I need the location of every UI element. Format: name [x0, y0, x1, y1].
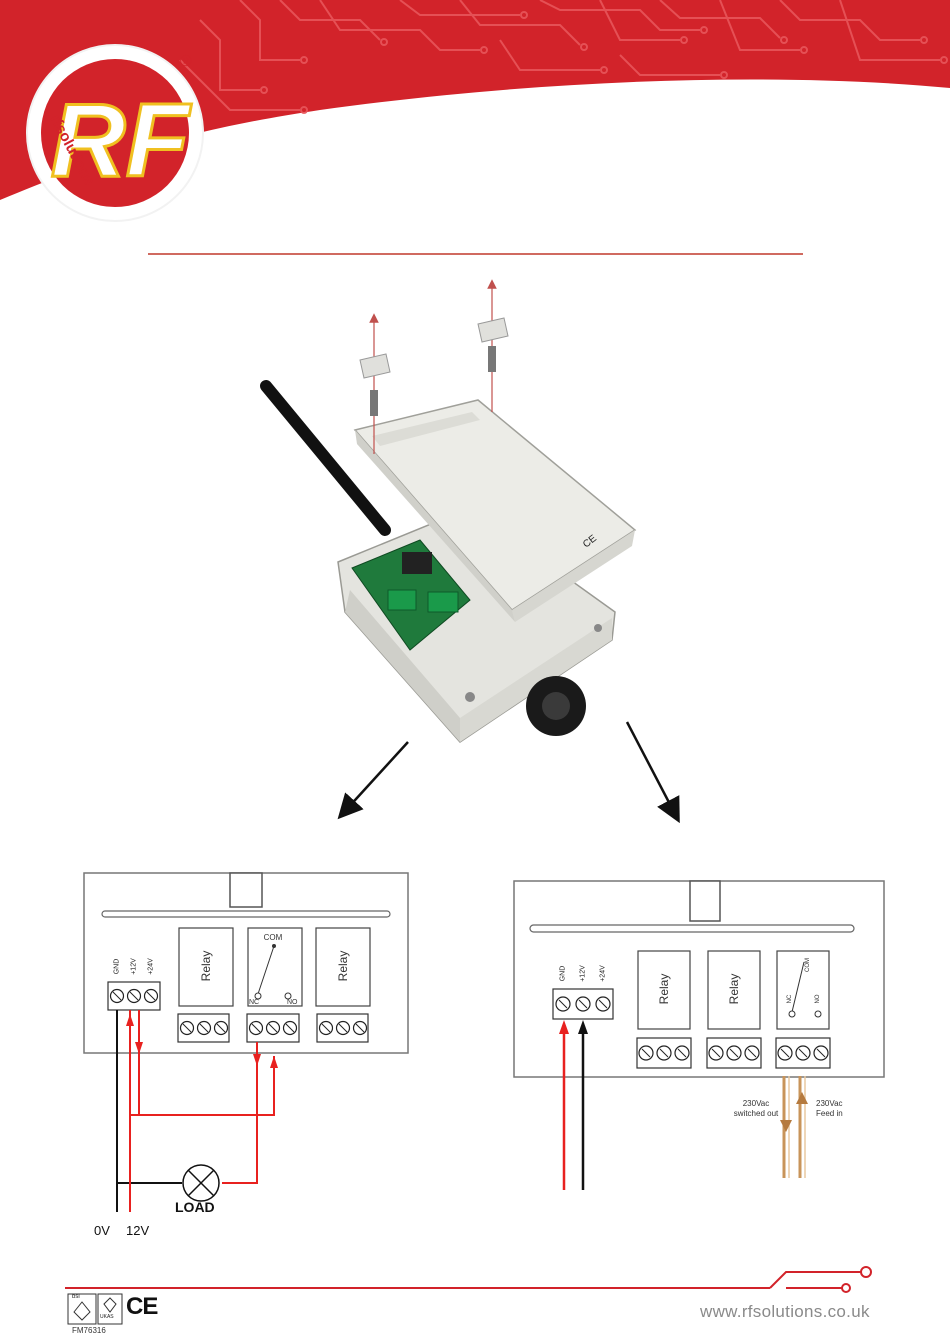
right-terminal-24v: +24V — [600, 960, 607, 988]
right-relay-1-label: Relay — [657, 964, 671, 1014]
left-relay-2-label: Relay — [336, 941, 350, 991]
right-terminal-12v: +12V — [580, 960, 587, 988]
left-terminal-24v: +24V — [148, 953, 155, 981]
terminal-block — [388, 590, 416, 610]
product-illustration: CE — [266, 284, 635, 742]
right-nc-label: NC — [787, 989, 793, 1009]
ukas-label: UKAS — [100, 1314, 114, 1320]
pointer-arrow-right — [627, 722, 674, 812]
bsi-label: bsi — [72, 1294, 80, 1300]
registered-mark: ® — [180, 53, 192, 70]
left-relay-1-label: Relay — [199, 941, 213, 991]
load-label: LOAD — [175, 1199, 215, 1215]
supply-12v-label: 12V — [126, 1223, 149, 1238]
left-terminal-gnd: GND — [114, 953, 121, 981]
relay-box-com — [777, 951, 829, 1029]
load-lamp-symbol — [183, 1165, 219, 1201]
supply-0v-label: 0V — [94, 1223, 110, 1238]
lid-screw-right — [478, 284, 508, 412]
rf-solutions-logo: RF ® rfsolutions — [27, 45, 203, 221]
switched-out-label: 230Vac switched out — [730, 1099, 782, 1119]
pointer-arrow-left — [346, 742, 408, 810]
wiring-diagram-right — [514, 881, 884, 1190]
wire-brown-switched-out — [780, 1076, 792, 1178]
right-com-label: COM — [805, 953, 811, 977]
left-terminal-12v: +12V — [131, 953, 138, 981]
power-terminal-block — [553, 989, 613, 1019]
footer-circuit-line — [65, 1267, 871, 1292]
feed-in-label: 230Vac Feed in — [816, 1099, 856, 1119]
right-relay-2-label: Relay — [727, 964, 741, 1014]
website-url[interactable]: www.rfsolutions.co.uk — [700, 1302, 870, 1322]
left-no-label: NO — [287, 999, 298, 1006]
relay-output-terminals — [178, 1014, 368, 1042]
antenna — [266, 386, 385, 530]
ce-mark: CE — [126, 1293, 157, 1321]
relay-output-terminals — [637, 1038, 830, 1068]
right-no-label: NO — [815, 989, 821, 1009]
wiring-diagram-left — [84, 873, 408, 1212]
left-com-label: COM — [258, 933, 288, 942]
wire-brown-feed-in — [796, 1076, 808, 1178]
right-terminal-gnd: GND — [560, 960, 567, 988]
cert-code: FM76316 — [72, 1326, 106, 1335]
terminal-block — [428, 592, 458, 612]
power-terminal-block — [108, 982, 160, 1010]
left-nc-label: NC — [249, 999, 259, 1006]
